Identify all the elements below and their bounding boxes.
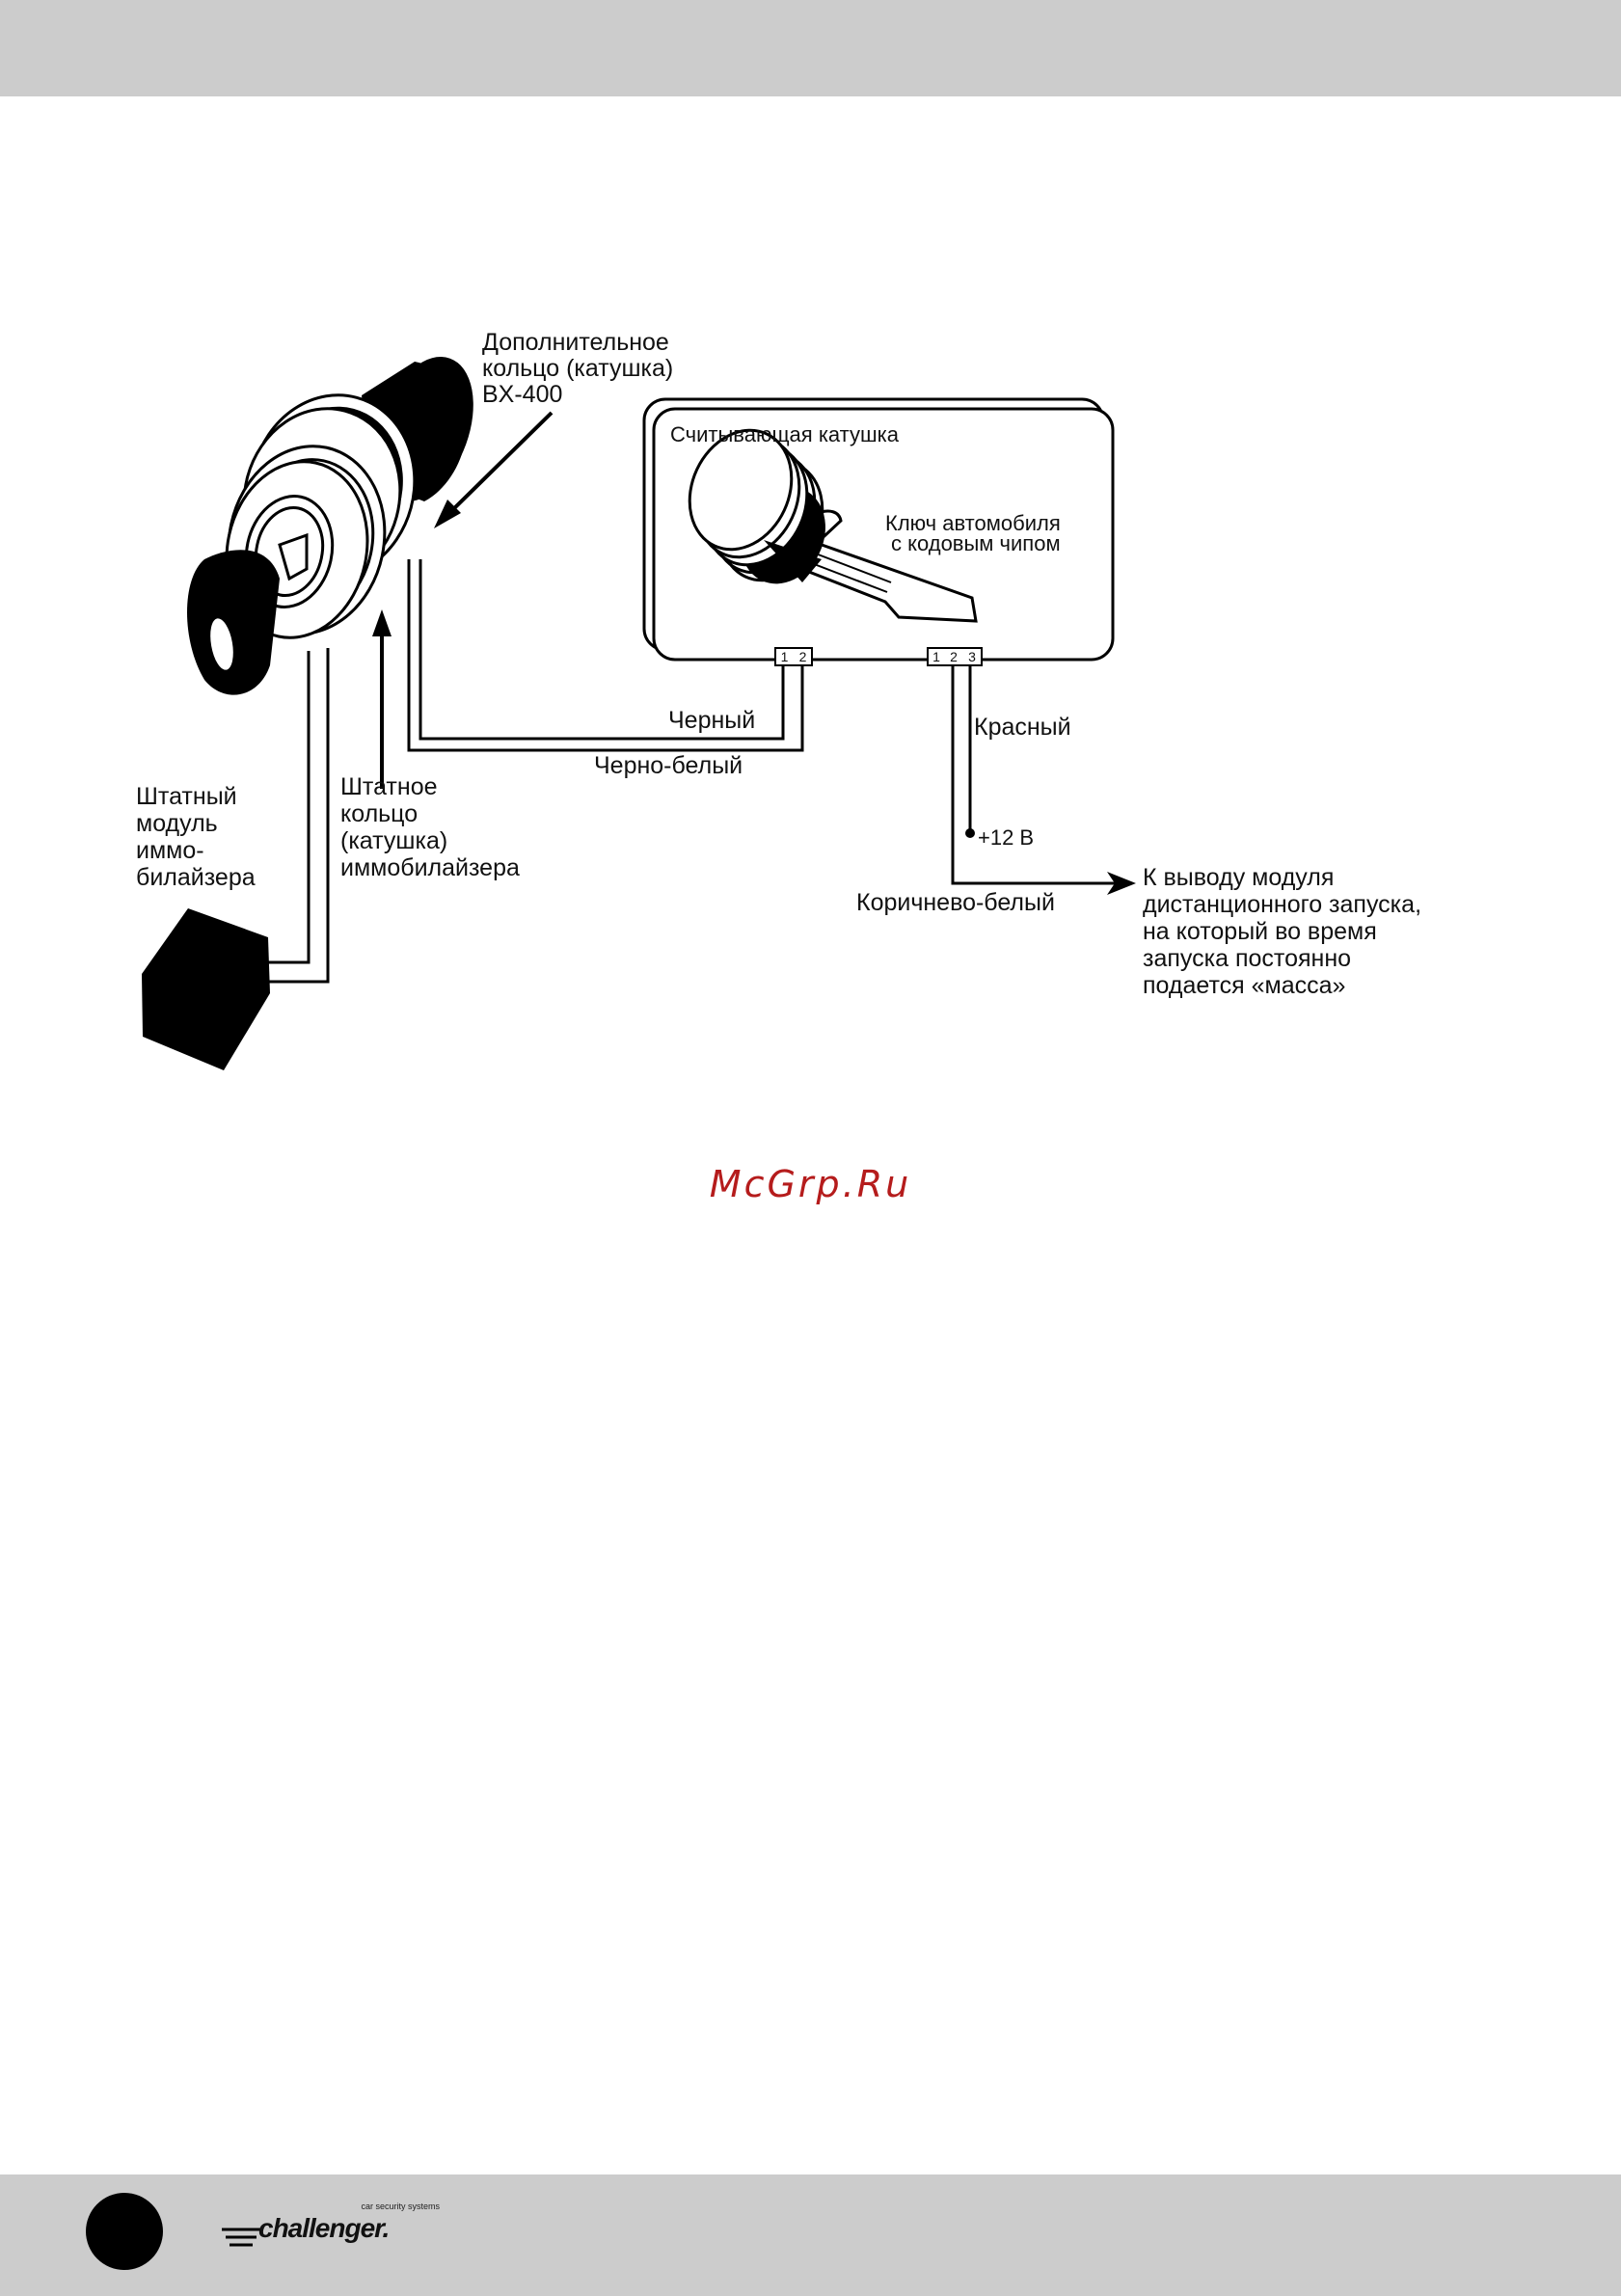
label-remote-output-3: на который во время xyxy=(1143,918,1377,945)
label-wire-brown-white: Коричнево-белый xyxy=(856,889,1055,916)
label-extra-ring-2: кольцо (катушка) xyxy=(482,355,674,382)
connector-right xyxy=(927,647,983,666)
pin-right-2: 2 xyxy=(950,649,958,664)
label-stock-module-4: билайзера xyxy=(136,864,256,891)
label-remote-output-1: К выводу модуля xyxy=(1143,864,1335,891)
brand-block: car security systems challenger. xyxy=(220,2201,442,2258)
brand-logo-icon xyxy=(222,2228,260,2247)
label-wire-black-white: Черно-белый xyxy=(594,752,743,779)
header-band xyxy=(0,0,1621,96)
watermark: McGrp.Ru xyxy=(709,1163,912,1205)
label-wire-red: Красный xyxy=(974,714,1071,741)
footer-band xyxy=(0,2174,1621,2296)
label-stock-ring-3: (катушка) xyxy=(340,827,448,854)
immobilizer-module-icon xyxy=(142,908,270,1070)
label-plus12: +12 В xyxy=(978,825,1035,850)
pin-right-3: 3 xyxy=(968,649,976,664)
ignition-lock xyxy=(225,445,387,639)
plus12-terminal xyxy=(965,828,975,838)
wire-black-white xyxy=(407,559,804,752)
pin-left-1: 1 xyxy=(780,649,789,664)
pin-left-2: 2 xyxy=(798,649,807,664)
wire-brown-white xyxy=(951,665,1119,885)
pin-right-1: 1 xyxy=(932,649,940,664)
label-stock-ring-4: иммобилайзера xyxy=(340,854,520,881)
label-remote-output-5: подается «масса» xyxy=(1143,972,1346,999)
label-car-key-2: с кодовым чипом xyxy=(891,531,1061,555)
label-extra-ring-3: BX-400 xyxy=(482,381,563,408)
label-extra-ring-1: Дополнительное xyxy=(482,329,669,356)
brand-name: challenger. xyxy=(258,2213,390,2243)
label-stock-module-3: иммо- xyxy=(136,837,204,864)
stock-ring-wires xyxy=(265,648,330,984)
wire-black xyxy=(419,559,785,741)
label-car-key-1: Ключ автомобиля xyxy=(885,511,1061,535)
label-wire-black: Черный xyxy=(668,707,756,734)
wire-brown-white-arrow xyxy=(1107,872,1136,895)
brand-tagline: car security systems xyxy=(361,2201,440,2211)
stock-ring-arrow xyxy=(372,609,392,789)
label-stock-ring-1: Штатное xyxy=(340,773,438,800)
ignition-key-icon xyxy=(187,550,280,695)
label-remote-output-2: дистанционного запуска, xyxy=(1143,891,1422,918)
label-stock-module-1: Штатный xyxy=(136,783,237,810)
label-remote-output-4: запуска постоянно xyxy=(1143,945,1352,972)
label-stock-module-2: модуль xyxy=(136,810,218,837)
reader-coil-icon xyxy=(688,428,978,623)
extra-ring-arrow xyxy=(434,411,554,528)
label-stock-ring-2: кольцо xyxy=(340,800,419,827)
page-number-circle xyxy=(86,2193,163,2270)
label-reader-coil: Считывающая катушка xyxy=(670,422,899,446)
connector-left xyxy=(774,647,813,666)
